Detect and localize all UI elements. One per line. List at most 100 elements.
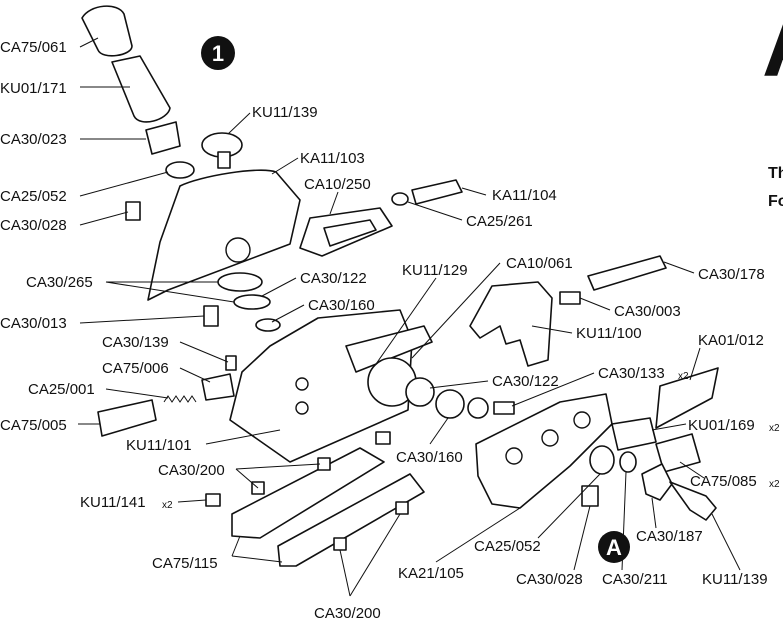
part-lower-hole-1 [505,447,523,465]
leader-CA10-061 [411,262,501,359]
part-label: CA75/006 [102,360,169,377]
leader-KU11-139-lower [711,513,741,571]
part-label: KA11/103 [300,150,365,167]
leader-KA11-103 [271,157,299,175]
part-label: CA30/139 [102,334,169,351]
part-label: CA25/261 [466,213,533,230]
leader-CA30-122-top [261,277,297,297]
leader-CA30-028 [79,211,129,226]
leader-CA30-003 [579,297,611,311]
step-badge-label: 1 [212,41,224,66]
leader-CA30-122-mid [429,380,489,389]
leader-CA25-001 [105,388,169,399]
leader-CA30-160-top [271,304,305,323]
part-screw-lower-028 [581,485,599,507]
part-label: CA25/001 [28,381,95,398]
part-washer-lower-052 [589,445,615,475]
part-label: KU11/141 [80,494,146,511]
leader-KA01-012 [689,347,701,381]
part-blade [655,367,719,429]
leader-CA75-006 [179,367,211,383]
leader-lines [78,37,741,597]
part-washer-160 [255,318,281,332]
part-label: CA30/003 [614,303,681,320]
part-screw-141-a [205,493,221,507]
part-label: CA30/028 [0,217,67,234]
part-thumbscrew-lower [669,481,717,521]
part-screw-left [125,201,141,221]
leader-CA75-085 [679,461,705,479]
part-washer-265 [217,272,263,292]
leader-CA75-061 [79,37,99,48]
part-label: CA30/028 [516,571,583,588]
part-label: KU01/169 [688,417,755,434]
part-key [97,399,157,437]
part-labels: CA75/061 KU01/171 CA30/023 KU11/139 KA11… [0,39,780,622]
leader-KU11-100 [531,325,573,334]
step-badge: 1 [201,36,235,70]
part-washer-mid-3 [467,397,489,419]
leader-KU11-139-top [227,112,251,135]
part-label: KA11/104 [492,187,557,204]
part-pin [225,355,237,371]
side-heading-letter: A [762,0,783,96]
part-thumbscrew-stem [217,151,231,169]
part-label: CA75/085 [690,473,757,490]
leader-CA30-200-bottom-b [349,513,401,597]
part-gasket-small-inner [323,219,377,247]
part-screw-013 [203,305,219,327]
parts-drawing [81,5,719,567]
part-screw-141-b [375,431,391,445]
detail-badge: A [598,531,630,563]
leader-CA30-139 [179,341,229,363]
part-label: CA10/250 [304,176,371,193]
part-sleeve [111,55,171,123]
part-label: CA30/187 [636,528,703,545]
part-screw-200-d [395,501,409,515]
part-label: KU11/139 [702,571,768,588]
part-bracket [469,281,553,367]
leader-KA21-105 [435,507,521,563]
part-label: CA30/211 [602,571,668,588]
leader-CA75-115-a [231,535,241,557]
part-washer-lower-211 [619,451,637,473]
part-rail-lower [277,473,425,567]
part-washer-mid-122 [405,377,435,407]
part-label: CA30/265 [26,274,93,291]
part-label: KU11/139 [252,104,318,121]
leader-CA30-187 [651,497,657,529]
part-screw-133 [493,401,515,415]
leader-CA10-250 [329,191,339,215]
part-screw-003 [559,291,581,305]
part-label: CA30/200 [158,462,225,479]
part-label: CA75/115 [152,555,218,572]
part-label-suffix: x2 [678,371,689,382]
part-label: CA30/200 [314,605,381,622]
part-label-suffix: x2 [769,479,780,490]
part-label: KU11/100 [576,325,642,342]
part-screw-long-right [587,255,667,291]
leader-KU01-169 [651,423,687,431]
part-label: CA30/122 [492,373,559,390]
part-lower-hole-2 [541,429,559,447]
part-washer-122 [233,294,271,310]
detail-badge-label: A [606,535,622,560]
part-knob-top [81,5,133,57]
part-cap [655,433,701,473]
part-cover-hole [225,237,251,263]
part-label: CA10/061 [506,255,573,272]
part-label: CA30/023 [0,131,67,148]
part-label: KA01/012 [698,332,764,349]
leader-CA30-200-bottom-a [339,549,351,597]
part-label: CA30/160 [308,297,375,314]
side-text-line-1: Th [768,165,783,182]
leader-CA25-052-lower [537,473,601,539]
leader-CA30-133 [511,372,595,407]
part-label: CA25/052 [0,188,67,205]
part-label: KA21/105 [398,565,464,582]
part-screw-long-top [411,179,463,205]
leader-KU11-141 [177,499,207,503]
part-washer-right [391,192,409,206]
part-lower-hole-3 [573,411,591,429]
